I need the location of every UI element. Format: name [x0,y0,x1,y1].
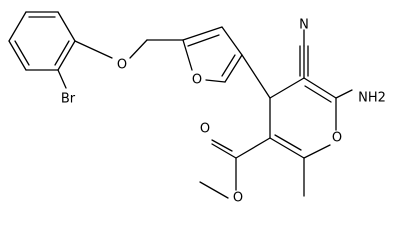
molecule-canvas: Br O O O [8,11,386,206]
pyran-ring [269,77,337,159]
methoxy-oxygen-label: O [233,191,243,206]
bond [241,54,271,99]
bond [221,26,243,56]
amino-label: NH2 [358,91,386,106]
bond [303,144,331,159]
furan-ring [182,26,243,83]
bond [187,34,220,47]
structure-diagram: Br O O O [8,11,386,206]
bond [182,39,193,71]
bond [74,40,113,59]
bond [221,54,236,77]
bond [205,79,226,83]
bond [8,40,27,71]
bond [269,77,305,99]
bromine-label: Br [61,92,76,107]
bond [335,89,353,99]
bond [54,40,70,66]
bond [211,143,237,159]
bond [235,137,271,159]
bond [303,77,337,99]
bond [182,26,223,41]
bond [224,54,243,83]
carbonyl-oxygen-label: O [200,122,210,137]
bond [14,40,30,66]
pyran-oxygen-label: O [332,131,342,146]
bond [274,134,302,151]
bond [129,39,148,59]
bond [211,139,233,152]
bond [57,11,76,42]
bond [8,11,27,42]
furan-oxygen-label: O [192,73,202,88]
ether-oxygen-label: O [117,58,127,73]
nitrile-nitrogen-label: N [299,18,309,33]
bromophenyl-ring [8,11,76,71]
bond [199,181,229,199]
bond [269,137,305,159]
bond [304,85,332,103]
bond [57,40,76,71]
bond [57,69,67,89]
